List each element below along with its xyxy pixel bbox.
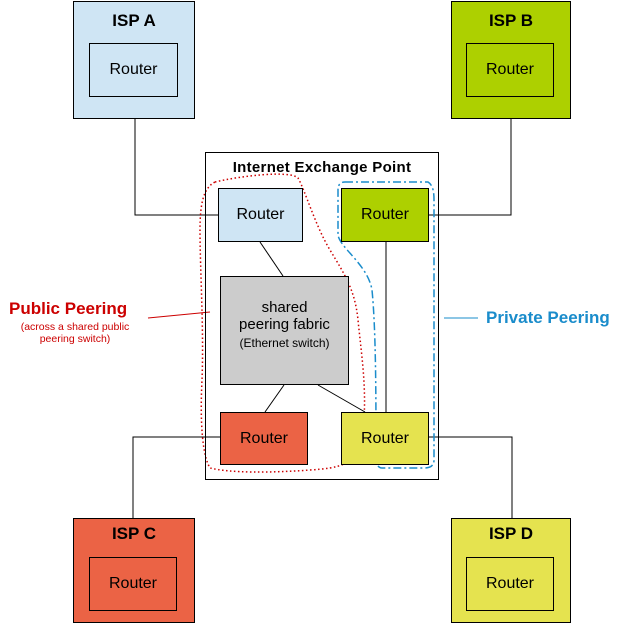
public-peering-label: Public Peering (9, 299, 128, 318)
public-peering-outline (199, 173, 366, 473)
isp-c-title: ISP C (111, 524, 157, 543)
isp-d-router: Router (466, 557, 554, 611)
link-fabric-a (259, 241, 284, 277)
ixp-title: Internet Exchange Point (232, 159, 412, 176)
ixp-router-d: Router (341, 412, 429, 465)
link-fabric-c (264, 384, 285, 413)
link-isp-b (429, 119, 512, 216)
isp-a-router: Router (89, 43, 178, 97)
isp-d-box: ISP D Router (451, 518, 571, 623)
private-peering-label: Private Peering (486, 308, 610, 327)
isp-c-box: ISP C Router (73, 518, 195, 623)
ixp-box: Internet Exchange Point (205, 152, 439, 480)
isp-d-title: ISP D (488, 524, 534, 543)
isp-c-router: Router (89, 557, 177, 611)
shared-peering-fabric: shared peering fabric (Ethernet switch) (220, 276, 349, 385)
isp-b-title: ISP B (488, 11, 534, 30)
ixp-router-a: Router (218, 188, 303, 242)
isp-a-title: ISP A (112, 11, 156, 30)
link-fabric-d (317, 384, 366, 413)
link-isp-d (429, 436, 513, 518)
isp-b-router: Router (466, 43, 554, 97)
isp-b-box: ISP B Router (451, 1, 571, 119)
ixp-router-c: Router (220, 412, 308, 465)
ixp-router-b: Router (341, 188, 429, 242)
public-peering-note: (across a shared public peering switch) (20, 321, 130, 345)
public-peering-pointer (147, 311, 211, 319)
link-isp-c (132, 436, 220, 518)
link-isp-a (134, 119, 218, 216)
fabric-sublabel: (Ethernet switch) (239, 336, 330, 350)
isp-a-box: ISP A Router (73, 1, 195, 119)
fabric-label: shared peering fabric (239, 299, 330, 333)
